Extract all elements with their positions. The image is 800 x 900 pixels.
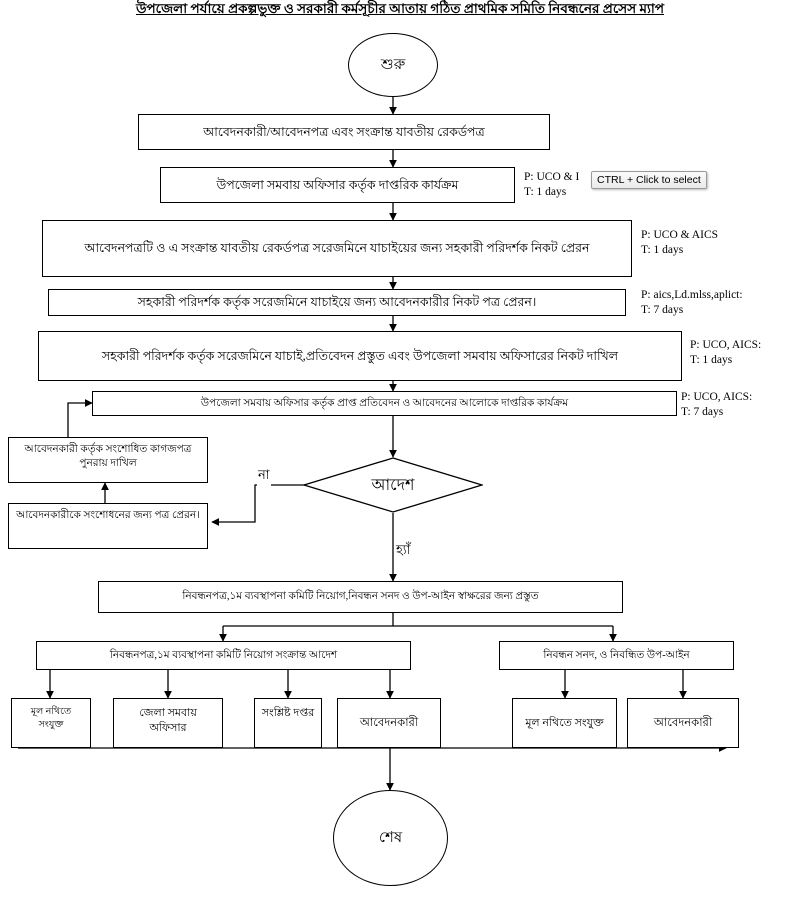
decision-node-order-label: আদেশ	[371, 476, 415, 494]
node-step-6[interactable]: উপজেলা সমবায় অফিসার কর্তৃক প্রাপ্ত প্রত…	[92, 391, 677, 416]
node-registration-certificate-label: নিবন্ধন সনদ, ও নিবন্ধিত উপ-আইন	[543, 649, 690, 661]
node-send-back-for-correction[interactable]: আবেদনকারীকে সংশোধনের জন্য পত্র প্রেরন।	[8, 503, 208, 549]
annotation-step-3-performer: P: UCO & AICS	[641, 229, 719, 241]
edge-label-no: না	[257, 466, 271, 487]
annotation-step-3-time: T: 1 days	[641, 244, 684, 256]
node-registration-certificate[interactable]: নিবন্ধন সনদ, ও নিবন্ধিত উপ-আইন	[499, 641, 734, 670]
annotation-step-4-time: T: 7 days	[641, 304, 684, 316]
node-step-1-label: আবেদনকারী/আবেদনপত্র এবং সংক্রান্ত যাবতীয…	[203, 124, 485, 139]
node-step-3[interactable]: আবেদনপত্রটি ও এ সংক্রান্ত যাবতীয় রেকর্ড…	[42, 220, 632, 277]
node-step-2[interactable]: উপজেলা সমবায় অফিসার কর্তৃক দাপ্তরিক কার…	[160, 167, 515, 203]
node-dist-applicant-right[interactable]: আবেদনকারী	[627, 698, 739, 748]
start-node[interactable]: শুরু	[348, 33, 438, 97]
node-dist-district-officer[interactable]: জেলা সমবায় অফিসার	[113, 698, 223, 748]
node-prepare-registration-label: নিবন্ধনপত্র,১ম ব্যবস্থাপনা কমিটি নিয়োগ,…	[182, 591, 539, 602]
node-dist-district-officer-label: জেলা সমবায় অফিসার	[139, 707, 197, 734]
node-step-3-label: আবেদনপত্রটি ও এ সংক্রান্ত যাবতীয় রেকর্ড…	[84, 241, 590, 255]
annotation-step-2-performer: P: UCO & I	[524, 171, 580, 183]
node-dist-main-file-left[interactable]: মূল নথিতে সংযুক্ত	[11, 698, 91, 748]
annotation-step-3: P: UCO & AICS T: 1 days	[641, 228, 718, 258]
node-prepare-registration[interactable]: নিবন্ধনপত্র,১ম ব্যবস্থাপনা কমিটি নিয়োগ,…	[98, 581, 623, 613]
node-resubmit-documents-label: আবেদনকারী কর্তৃক সংশোধিত কাগজপত্র পুনরায…	[24, 444, 192, 469]
node-step-5[interactable]: সহকারী পরিদর্শক কর্তৃক সরেজমিনে যাচাই,প্…	[38, 331, 682, 381]
ctrl-click-tooltip: CTRL + Click to select	[591, 171, 707, 189]
node-step-5-label: সহকারী পরিদর্শক কর্তৃক সরেজমিনে যাচাই,প্…	[101, 348, 619, 363]
end-node[interactable]: শেষ	[333, 790, 448, 886]
annotation-step-6-performer: P: UCO, AICS:	[681, 391, 753, 403]
node-dist-applicant-right-label: আবেদনকারী	[653, 716, 713, 729]
node-appointment-order-label: নিবন্ধনপত্র,১ম ব্যবস্থাপনা কমিটি নিয়োগ …	[109, 649, 338, 661]
annotation-step-6-time: T: 7 days	[681, 406, 724, 418]
annotation-step-5-performer: P: UCO, AICS:	[690, 339, 762, 351]
node-dist-concerned-office-label: সংশ্লিষ্ট দপ্তর	[261, 707, 315, 719]
annotation-step-4-performer: P: aics,Ld.mlss,aplict:	[641, 289, 743, 301]
node-dist-applicant-left[interactable]: আবেদনকারী	[337, 698, 441, 748]
page-title: উপজেলা পর্যায়ে প্রকল্পভুক্ত ও সরকারী কর…	[135, 1, 665, 16]
node-resubmit-documents[interactable]: আবেদনকারী কর্তৃক সংশোধিত কাগজপত্র পুনরায…	[8, 437, 208, 483]
node-dist-concerned-office[interactable]: সংশ্লিষ্ট দপ্তর	[254, 698, 322, 748]
decision-node-order[interactable]: আদেশ	[303, 457, 483, 513]
annotation-step-4: P: aics,Ld.mlss,aplict: T: 7 days	[641, 288, 743, 318]
start-label: শুরু	[380, 56, 406, 73]
node-dist-main-file-right[interactable]: মূল নথিতে সংযুক্ত	[512, 698, 617, 748]
annotation-step-2: P: UCO & I T: 1 days	[524, 170, 579, 200]
node-dist-main-file-right-label: মূল নথিতে সংযুক্ত	[525, 716, 604, 729]
node-step-4[interactable]: সহকারী পরিদর্শক কর্তৃক সরেজমিনে যাচাইয়ে…	[48, 289, 626, 316]
annotation-step-5: P: UCO, AICS: T: 1 days	[690, 338, 761, 368]
annotation-step-6: P: UCO, AICS: T: 7 days	[681, 390, 752, 420]
node-dist-main-file-left-label: মূল নথিতে সংযুক্ত	[30, 707, 72, 730]
end-label: শেষ	[378, 829, 403, 846]
node-dist-applicant-left-label: আবেদনকারী	[359, 716, 419, 729]
edge-label-yes: হ্যাঁ	[395, 541, 412, 562]
annotation-step-5-time: T: 1 days	[690, 354, 733, 366]
node-step-4-label: সহকারী পরিদর্শক কর্তৃক সরেজমিনে যাচাইয়ে…	[137, 295, 537, 309]
node-appointment-order[interactable]: নিবন্ধনপত্র,১ম ব্যবস্থাপনা কমিটি নিয়োগ …	[36, 641, 411, 670]
node-step-6-label: উপজেলা সমবায় অফিসার কর্তৃক প্রাপ্ত প্রত…	[200, 397, 569, 409]
node-step-2-label: উপজেলা সমবায় অফিসার কর্তৃক দাপ্তরিক কার…	[216, 177, 459, 192]
annotation-step-2-time: T: 1 days	[524, 186, 567, 198]
node-step-1[interactable]: আবেদনকারী/আবেদনপত্র এবং সংক্রান্ত যাবতীয…	[138, 114, 550, 150]
node-send-back-for-correction-label: আবেদনকারীকে সংশোধনের জন্য পত্র প্রেরন।	[16, 510, 200, 521]
